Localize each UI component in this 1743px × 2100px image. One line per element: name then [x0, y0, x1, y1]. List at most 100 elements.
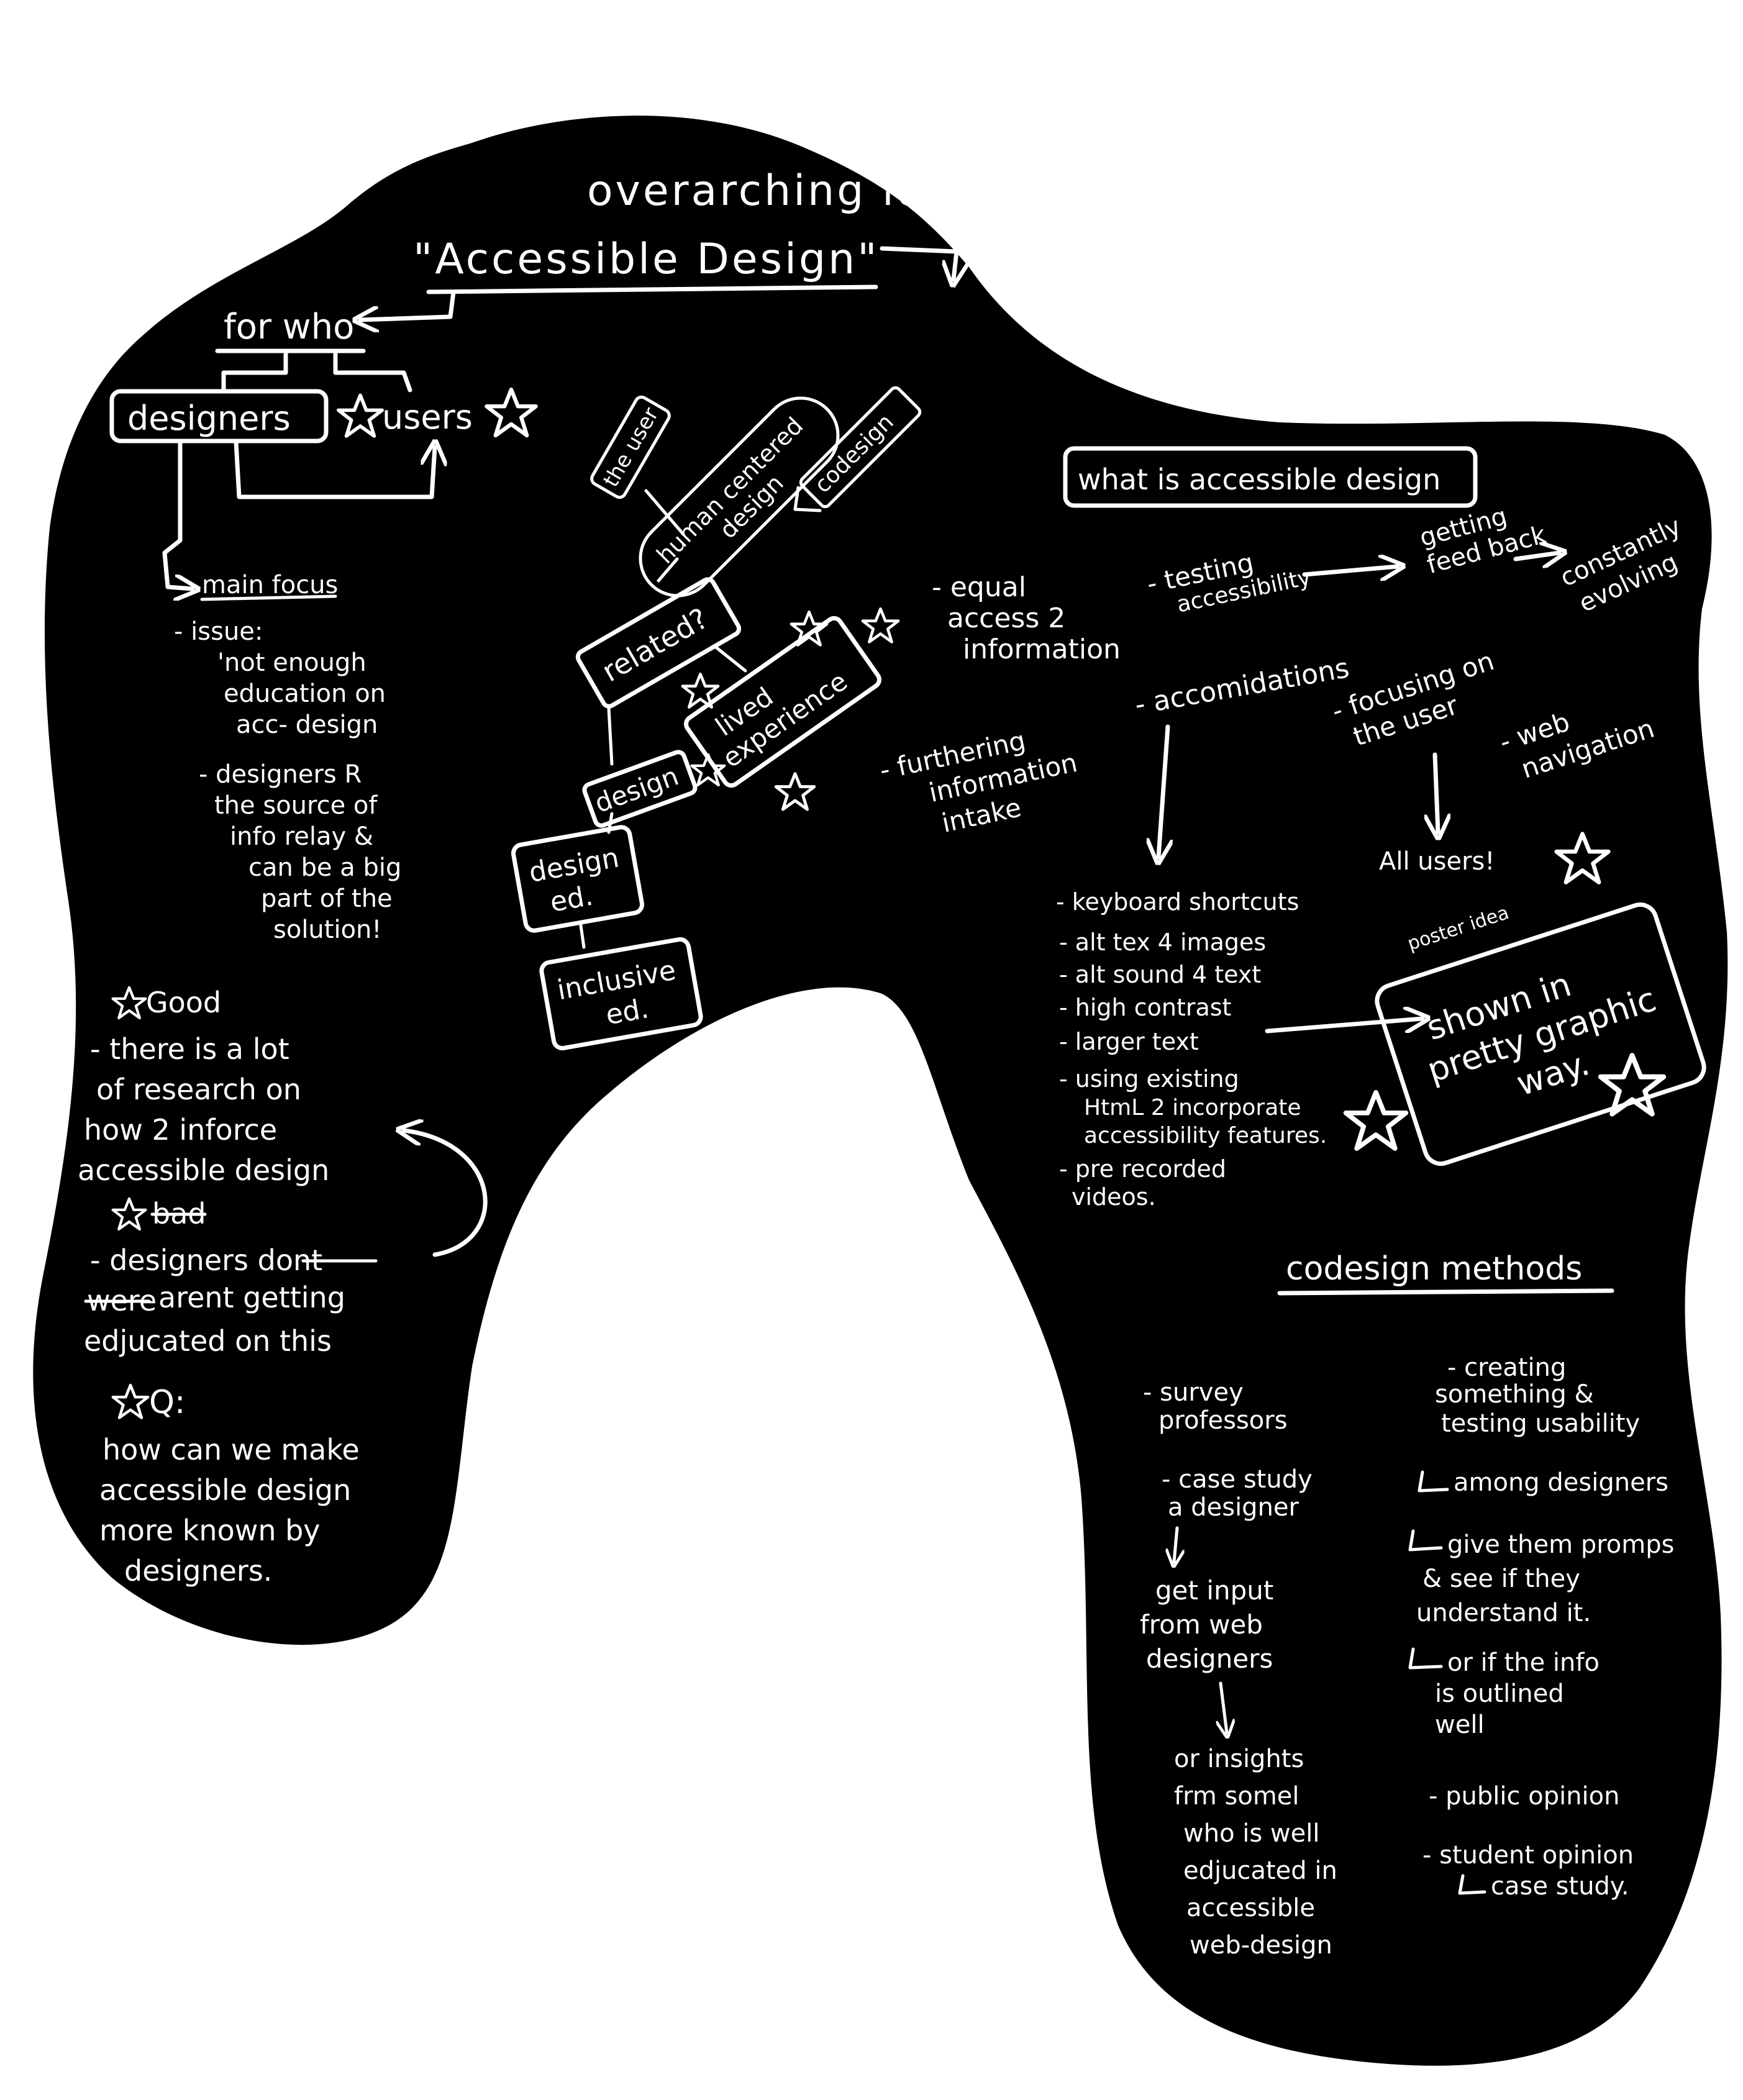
title-underline — [426, 284, 878, 294]
source-line: solution! — [273, 916, 381, 944]
equal-access-line: - equal — [932, 571, 1026, 603]
designers-label: designers — [127, 399, 291, 438]
designers-to-mainfocus-arrow — [162, 440, 193, 589]
right-item: testing usability — [1441, 1409, 1640, 1438]
accom-item: - pre recorded — [1059, 1155, 1226, 1183]
good-heading: Good — [146, 986, 221, 1019]
accom-list: - keyboard shortcuts - alt tex 4 images … — [1056, 888, 1327, 1211]
right-item: give them promps — [1447, 1530, 1674, 1559]
left-item: designers — [1146, 1643, 1273, 1674]
title-to-forwho-arrow — [360, 289, 456, 320]
accom-item: - larger text — [1059, 1028, 1199, 1055]
the-user-connector — [644, 489, 685, 536]
contrast-to-poster-arrow — [1265, 1019, 1422, 1034]
designed-to-inclusive-connector — [579, 924, 586, 949]
codesign-right-column: - creating something & testing usability… — [1416, 1353, 1674, 1901]
feedback-to-evolving-arrow — [1513, 553, 1559, 559]
left-item: professors — [1158, 1406, 1288, 1435]
q-line: accessible design — [99, 1473, 351, 1507]
left-item: - case study — [1162, 1465, 1313, 1494]
left-item: get input — [1155, 1575, 1273, 1606]
right-item: well — [1435, 1711, 1485, 1739]
accom-item: videos. — [1072, 1183, 1156, 1211]
related-to-lived-connector — [712, 644, 747, 673]
bad-to-good-curve — [404, 1130, 488, 1257]
left-item: web-design — [1190, 1931, 1332, 1960]
accom-item: - high contrast — [1059, 994, 1231, 1021]
design-ed-line: ed. — [548, 880, 596, 919]
focusing-down-arrow — [1435, 752, 1438, 832]
codesign-methods-underline — [1277, 1288, 1614, 1296]
left-item: frm somel — [1174, 1782, 1299, 1811]
codesign-hook — [793, 486, 822, 512]
right-item: among designers — [1454, 1468, 1668, 1497]
equal-access-line: access 2 — [947, 602, 1065, 634]
accom-item: - alt tex 4 images — [1059, 929, 1266, 956]
related-to-design-connector — [607, 706, 614, 766]
bad-line: edjucated on this — [84, 1324, 332, 1358]
good-line: - there is a lot — [90, 1032, 289, 1066]
codesign-left-column: - survey professors - case study a desig… — [1140, 1378, 1337, 1960]
left-item: accessible — [1186, 1894, 1315, 1922]
right-item: case study. — [1491, 1872, 1629, 1901]
source-line: the source of — [214, 791, 378, 820]
all-users-label: All users! — [1379, 847, 1495, 876]
left-item: - survey — [1143, 1378, 1244, 1407]
right-item: is outlined — [1435, 1680, 1564, 1708]
issue-line: education on — [224, 680, 386, 708]
accom-item: accessibility features. — [1084, 1123, 1327, 1148]
accom-item: HtmL 2 incorporate — [1084, 1095, 1301, 1120]
left-item: who is well — [1183, 1819, 1319, 1848]
right-item: something & — [1435, 1380, 1594, 1409]
designers-to-users-arrow — [234, 442, 435, 499]
main-title: "Accessible Design" — [413, 235, 880, 284]
right-item: or if the info — [1447, 1648, 1600, 1677]
testing-to-feedback-arrow — [1302, 566, 1398, 575]
source-line: info relay & — [230, 822, 373, 851]
issue-line: acc- design — [236, 711, 378, 739]
accom-item: - using existing — [1059, 1065, 1239, 1093]
left-item: from web — [1140, 1609, 1263, 1640]
users-label: users — [382, 398, 473, 437]
accomidations-down-arrow — [1158, 724, 1168, 857]
q-line: how can we make — [102, 1433, 360, 1466]
for-who-label: for who — [224, 307, 354, 347]
q-line: designers. — [124, 1554, 272, 1588]
main-focus-heading: main focus — [202, 571, 338, 599]
left-item: a designer — [1168, 1493, 1299, 1522]
source-line: - designers R — [199, 760, 362, 789]
right-item: understand it. — [1416, 1599, 1591, 1627]
case-study-down-arrow — [1174, 1526, 1177, 1562]
q-heading: Q: — [149, 1384, 185, 1421]
equal-access-line: information — [963, 634, 1121, 665]
inclusive-ed-line: ed. — [603, 993, 651, 1031]
q-line: more known by — [99, 1514, 321, 1547]
bad-line: arent getting — [158, 1281, 345, 1314]
right-item: & see if they — [1422, 1565, 1580, 1593]
blob-background — [33, 116, 1728, 2066]
main-focus-source: - designers R the source of info relay &… — [199, 760, 401, 944]
right-item: - creating — [1447, 1353, 1566, 1382]
get-input-down-arrow — [1221, 1681, 1227, 1733]
what-is-box — [1063, 446, 1478, 508]
main-focus-issue: - issue: 'not enough education on acc- d… — [174, 617, 386, 739]
right-item: - student opinion — [1422, 1841, 1634, 1870]
source-line: part of the — [261, 884, 393, 913]
bad-line: - designers dont — [90, 1243, 322, 1277]
source-line: can be a big — [248, 853, 401, 882]
what-is-title: what is accessible design — [1078, 463, 1440, 496]
related-to-human-connector — [657, 557, 679, 583]
title-arrow — [880, 246, 957, 280]
main-focus-underline — [200, 594, 337, 601]
issue-line: 'not enough — [217, 648, 366, 677]
left-item: or insights — [1174, 1745, 1304, 1773]
accom-item: - alt sound 4 text — [1059, 961, 1261, 988]
good-line: of research on — [96, 1073, 301, 1106]
right-item: - public opinion — [1429, 1782, 1619, 1811]
good-line: accessible design — [78, 1153, 329, 1187]
orif-hook — [1408, 1647, 1443, 1670]
designers-box — [109, 389, 329, 443]
among-hook — [1418, 1470, 1449, 1493]
issue-line: - issue: — [174, 617, 263, 646]
